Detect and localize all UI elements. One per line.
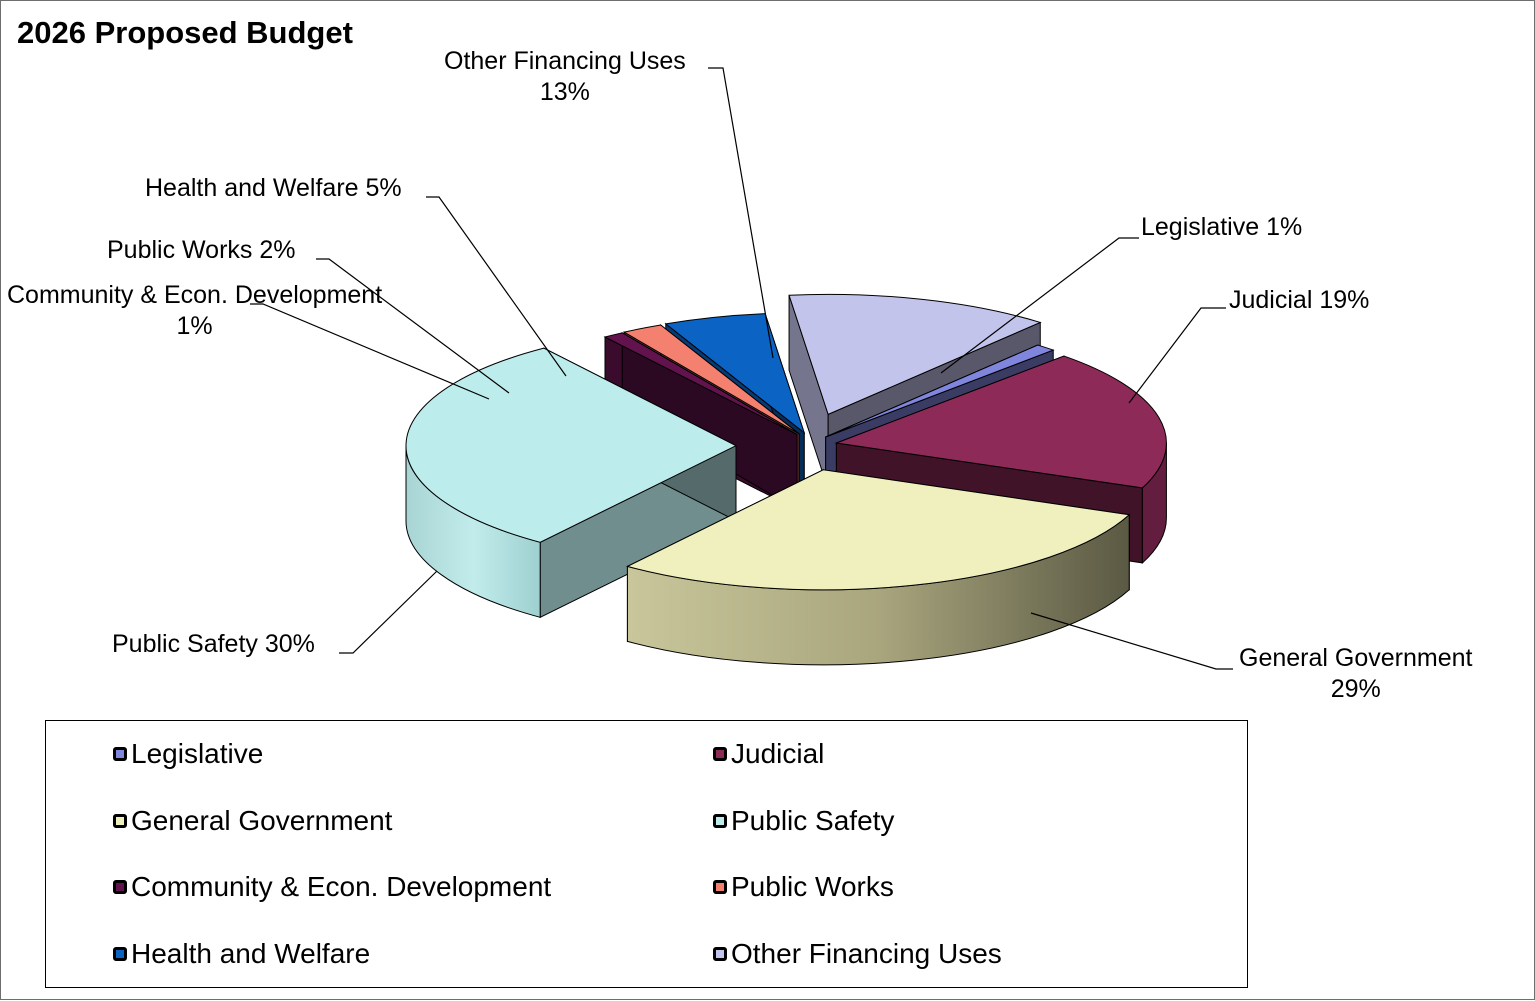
legend-label: Public Works (731, 871, 894, 902)
slice-top-other-financing-uses (788, 293, 1042, 416)
legend-label: Health and Welfare (131, 937, 371, 969)
leader-line-public-works (316, 258, 510, 394)
data-label-percent: 2% (259, 236, 296, 264)
slice-top-judicial (834, 355, 1167, 489)
data-label-percent: 30% (264, 630, 315, 658)
legend-item-health-and-welfare: Health and Welfare (113, 938, 370, 970)
legend-item-general-government: General Government (113, 805, 392, 837)
legend-item-public-safety: Public Safety (713, 805, 894, 837)
legend-label: Other Financing Uses (731, 937, 1002, 969)
slice-top-public-works (622, 324, 800, 435)
leader-line-general-government (1030, 612, 1233, 670)
data-label-percent: 5% (365, 174, 402, 202)
leader-line-legislative (940, 237, 1139, 374)
data-label-name: General Government (1239, 644, 1473, 672)
data-label-name: Other Financing Uses (444, 47, 686, 75)
legend-swatch (713, 813, 727, 828)
data-label-name: Legislative (1141, 213, 1260, 241)
legend-item-judicial: Judicial (713, 738, 824, 770)
legend-swatch (713, 880, 727, 894)
data-label-percent: 1% (176, 312, 213, 340)
slice-top-community-and-econ-development (603, 332, 798, 436)
legend-swatch (113, 880, 127, 894)
legend-item-other-financing-uses: Other Financing Uses (713, 938, 1002, 970)
legend-item-legislative: Legislative (113, 738, 263, 770)
data-label-name: Public Safety (112, 630, 258, 658)
leader-line-other-financing-uses (708, 67, 774, 359)
legend-swatch (713, 747, 727, 761)
slice-top-public-safety (405, 347, 738, 543)
leader-line-community-and-econ-development (250, 303, 490, 400)
data-label-community-and-econ-development: Community & Econ. Development 1% (7, 280, 382, 342)
data-label-name: Health and Welfare (145, 174, 359, 202)
leader-line-judicial (1128, 307, 1226, 404)
legend-swatch (113, 747, 127, 761)
legend-label: Legislative (131, 738, 264, 769)
slice-general-government (626, 469, 1131, 666)
legend-swatch (713, 946, 727, 961)
leader-line-public-safety (339, 570, 438, 654)
legend-label: Judicial (731, 738, 825, 769)
data-label-name: Public Works (107, 236, 253, 264)
legend-item-public-works: Public Works (713, 871, 894, 903)
data-label-percent: 1% (1266, 213, 1303, 241)
data-label-percent: 29% (1330, 675, 1381, 703)
data-label-percent: 19% (1319, 286, 1370, 314)
slice-top-legislative (825, 344, 1055, 438)
data-label-name: Judicial (1229, 286, 1313, 314)
chart-title: 2026 Proposed Budget (17, 15, 353, 50)
data-label-general-government: General Government 29% (1239, 643, 1472, 705)
data-label-percent: 13% (539, 78, 590, 106)
legend-swatch (113, 813, 127, 828)
legend-label: Public Safety (731, 804, 895, 836)
slice-public-safety (405, 347, 738, 619)
leader-line-health-and-welfare (426, 196, 567, 377)
legend-item-community-and-econ-development: Community & Econ. Development (113, 871, 551, 903)
slice-community-and-econ-development (603, 331, 798, 511)
slice-top-general-government (626, 469, 1131, 591)
data-label-other-financing-uses: Other Financing Uses 13% (444, 46, 686, 108)
data-label-name: Community & Econ. Development (7, 281, 383, 309)
legend-swatch (113, 946, 127, 961)
legend-label: Community & Econ. Development (131, 871, 552, 902)
legend-label: General Government (131, 804, 393, 836)
